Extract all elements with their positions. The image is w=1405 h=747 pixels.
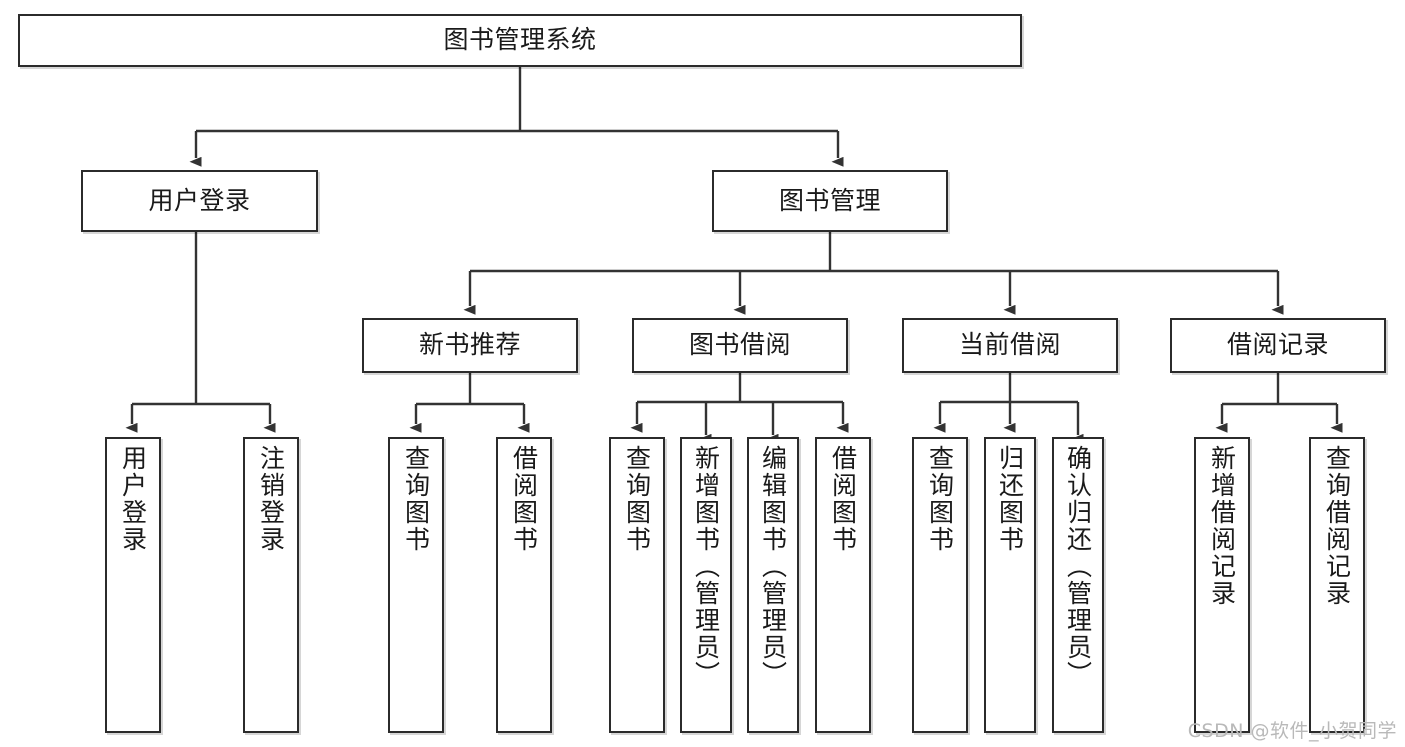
node-root-book-management-system[interactable]: 图书管理系统 (18, 14, 1022, 67)
node-label: 图书管理 (778, 185, 881, 215)
node-new-book-recommend[interactable]: 新书推荐 (362, 318, 578, 373)
node-label: 用户登录 (148, 185, 251, 215)
node-label: 查询图书 (401, 445, 431, 553)
node-label: 归还图书 (995, 445, 1025, 553)
node-label: 借阅图书 (509, 445, 539, 553)
node-borrow-record[interactable]: 借阅记录 (1170, 318, 1386, 373)
node-current-borrow[interactable]: 当前借阅 (902, 318, 1118, 373)
node-book-management[interactable]: 图书管理 (712, 170, 948, 232)
node-user-login[interactable]: 用户登录 (81, 170, 318, 232)
node-book-borrow[interactable]: 图书借阅 (632, 318, 848, 373)
node-label: 确认归还（管理员） (1063, 445, 1093, 688)
csdn-watermark: CSDN @软件_小贺同学 (1187, 720, 1397, 742)
node-leaf-query-book-recommend[interactable]: 查询图书 (388, 437, 444, 733)
node-leaf-logout-login[interactable]: 注销登录 (243, 437, 299, 733)
node-label: 新书推荐 (418, 330, 521, 360)
node-label: 借阅图书 (828, 445, 858, 553)
node-label: 查询图书 (622, 445, 652, 553)
node-leaf-add-borrow-record[interactable]: 新增借阅记录 (1194, 437, 1250, 733)
node-label: 用户登录 (118, 445, 148, 553)
node-leaf-borrow-book-borrow[interactable]: 借阅图书 (815, 437, 871, 733)
node-leaf-query-book-borrow[interactable]: 查询图书 (609, 437, 665, 733)
node-leaf-query-book-current[interactable]: 查询图书 (912, 437, 968, 733)
node-leaf-user-login[interactable]: 用户登录 (105, 437, 161, 733)
node-label: 注销登录 (256, 445, 286, 553)
node-label: 借阅记录 (1226, 330, 1329, 360)
node-label: 新增借阅记录 (1207, 445, 1237, 607)
node-label: 图书借阅 (688, 330, 791, 360)
node-label: 编辑图书（管理员） (758, 445, 788, 688)
node-leaf-borrow-book-recommend[interactable]: 借阅图书 (496, 437, 552, 733)
node-label: 查询图书 (925, 445, 955, 553)
node-label: 图书管理系统 (443, 25, 597, 55)
node-leaf-return-book[interactable]: 归还图书 (984, 437, 1036, 733)
node-leaf-query-borrow-record[interactable]: 查询借阅记录 (1309, 437, 1365, 733)
node-leaf-add-book[interactable]: 新增图书（管理员） (680, 437, 732, 733)
node-leaf-confirm-return[interactable]: 确认归还（管理员） (1052, 437, 1104, 733)
node-label: 查询借阅记录 (1322, 445, 1352, 607)
node-leaf-edit-book[interactable]: 编辑图书（管理员） (747, 437, 799, 733)
node-label: 当前借阅 (958, 330, 1061, 360)
node-label: 新增图书（管理员） (691, 445, 721, 688)
